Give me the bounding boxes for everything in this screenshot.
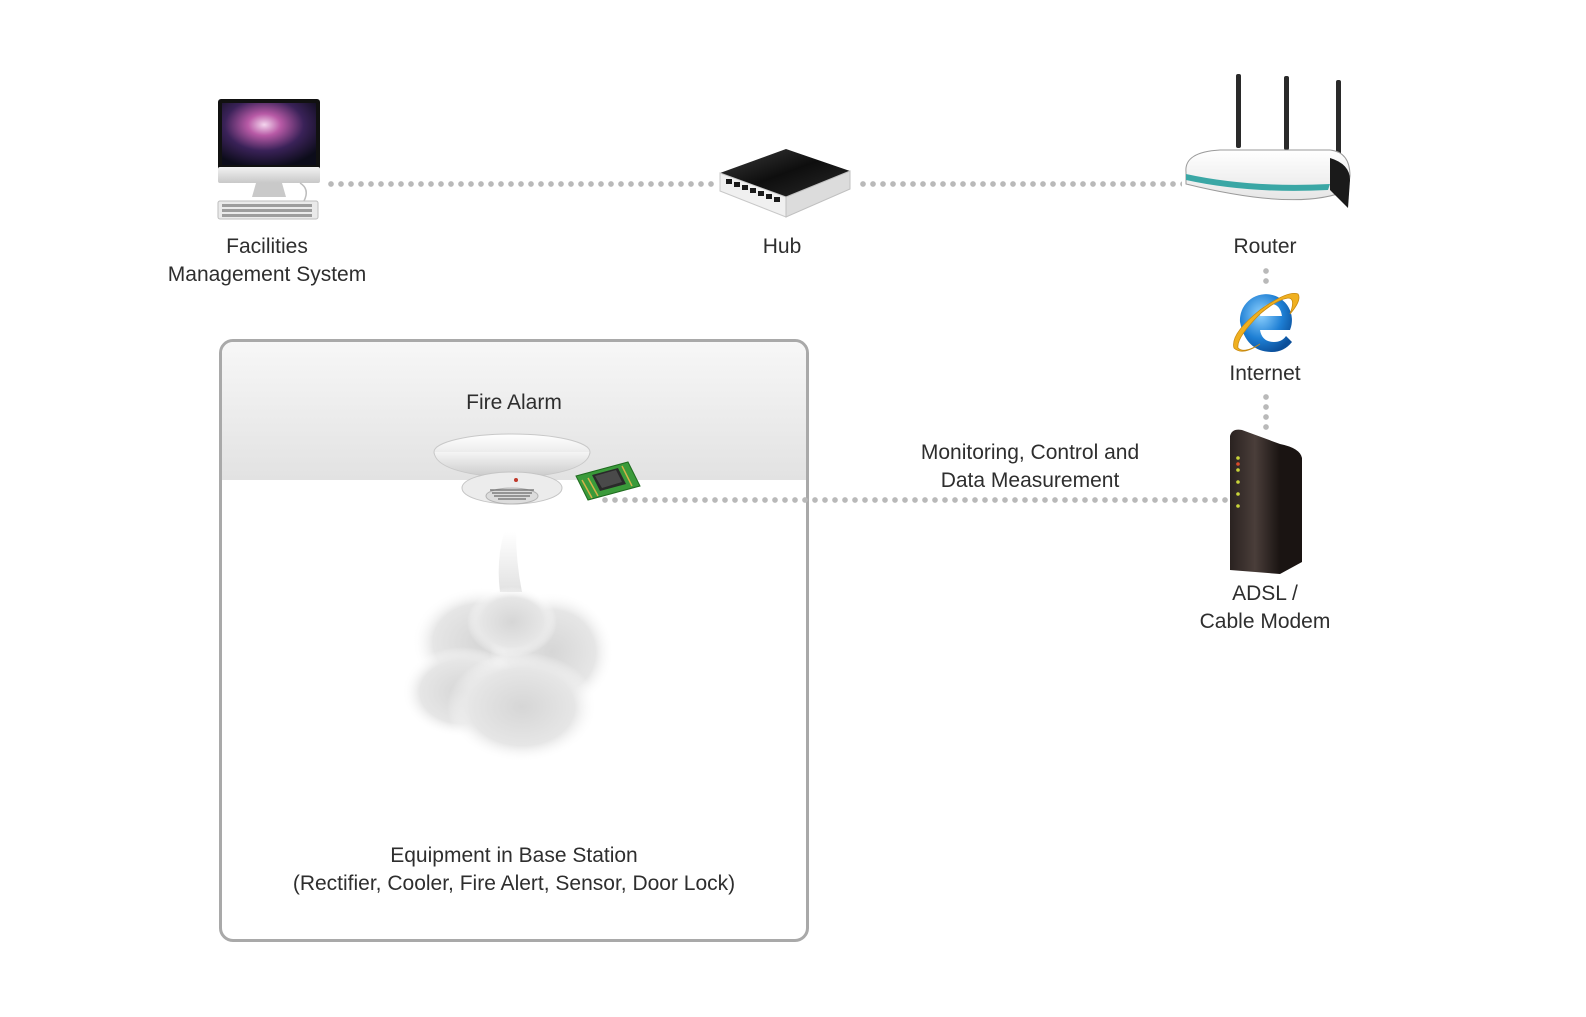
connector-router-internet	[1263, 266, 1269, 288]
modem-label: ADSL / Cable Modem	[1165, 580, 1365, 636]
wifi-router-icon	[1185, 74, 1351, 208]
fire-alarm-label: Fire Alarm	[222, 389, 806, 417]
connector-alarm-modem	[600, 497, 1230, 503]
base-station-title: Equipment in Base Station	[390, 844, 638, 867]
hub-label: Hub	[732, 233, 832, 261]
fms-label-line2: Management System	[167, 263, 367, 286]
router-label: Router	[1215, 233, 1315, 261]
smoke-cloud-image	[402, 532, 614, 762]
base-station-label: Equipment in Base Station (Rectifier, Co…	[222, 842, 806, 898]
connector-fms-hub	[326, 181, 716, 187]
link-label-line2: Data Measurement	[940, 469, 1120, 492]
connector-internet-modem	[1263, 392, 1269, 430]
imac-computer-icon	[217, 99, 320, 220]
fms-label-line1: Facilities	[226, 235, 308, 258]
base-station-box: Fire Alarm	[219, 339, 809, 942]
connector-hub-router	[858, 181, 1182, 187]
base-station-equipment-list: (Rectifier, Cooler, Fire Alert, Sensor, …	[292, 872, 736, 895]
modem-label-line2: Cable Modem	[1199, 610, 1331, 633]
internet-label-text: Internet	[1229, 362, 1301, 385]
internet-label: Internet	[1205, 360, 1325, 388]
fms-label: Facilities Management System	[132, 233, 402, 289]
hub-label-text: Hub	[762, 235, 802, 258]
link-label-line1: Monitoring, Control and	[920, 441, 1140, 464]
internet-explorer-icon	[1233, 292, 1300, 352]
modem-label-line1: ADSL /	[1232, 582, 1298, 605]
smoke-detector-icon	[433, 433, 591, 505]
network-hub-icon	[719, 149, 851, 218]
chip-icon	[575, 461, 641, 501]
fire-alarm-label-text: Fire Alarm	[466, 391, 562, 414]
router-label-text: Router	[1233, 235, 1297, 258]
link-label: Monitoring, Control and Data Measurement	[880, 439, 1180, 495]
cable-modem-icon	[1230, 429, 1302, 574]
